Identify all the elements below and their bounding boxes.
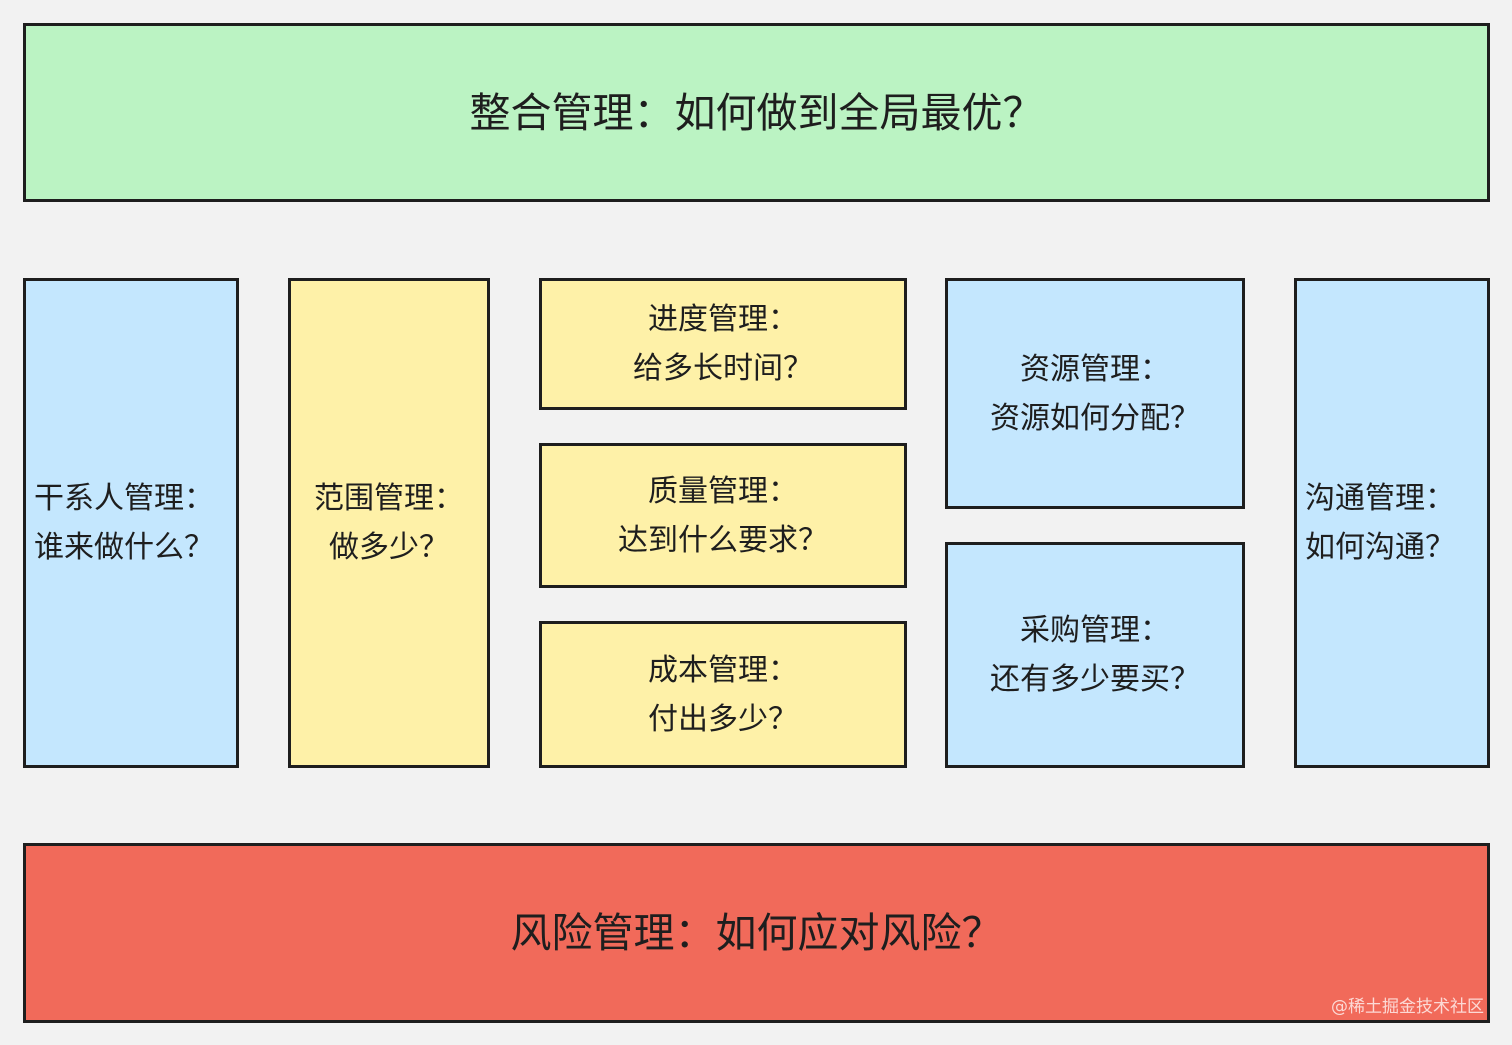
resource-management-title: 资源管理： <box>1020 351 1170 387</box>
watermark: @稀土掘金技术社区 <box>1331 997 1484 1017</box>
cost-management-question: 付出多少？ <box>648 701 798 737</box>
schedule-management-box: 进度管理： 给多长时间？ <box>539 278 907 410</box>
scope-management-box: 范围管理： 做多少？ <box>288 278 490 768</box>
communication-management-title: 沟通管理： <box>1305 481 1455 516</box>
schedule-management-question: 给多长时间？ <box>633 351 813 386</box>
procurement-management-title: 采购管理： <box>1020 613 1170 648</box>
quality-management-title: 质量管理： <box>648 473 798 509</box>
cost-management-title: 成本管理： <box>648 652 798 688</box>
scope-management-question: 做多少？ <box>329 530 449 565</box>
communication-management-box: 沟通管理： 如何沟通？ <box>1294 278 1490 768</box>
schedule-management-title: 进度管理： <box>648 302 798 337</box>
resource-management-box: 资源管理： 资源如何分配？ <box>945 278 1245 509</box>
stakeholder-management-box: 干系人管理： 谁来做什么？ <box>23 278 239 768</box>
stakeholder-management-question: 谁来做什么？ <box>34 530 214 565</box>
resource-management-question: 资源如何分配？ <box>990 400 1200 436</box>
procurement-management-box: 采购管理： 还有多少要买？ <box>945 542 1245 768</box>
quality-management-question: 达到什么要求？ <box>618 522 828 558</box>
integration-management-box: 整合管理：如何做到全局最优？ <box>23 23 1490 202</box>
quality-management-box: 质量管理： 达到什么要求？ <box>539 443 907 588</box>
scope-management-title: 范围管理： <box>314 481 464 516</box>
risk-management-label: 风险管理：如何应对风险？ <box>510 909 1003 957</box>
procurement-management-question: 还有多少要买？ <box>990 662 1200 697</box>
risk-management-box: 风险管理：如何应对风险？ <box>23 843 1490 1023</box>
cost-management-box: 成本管理： 付出多少？ <box>539 621 907 768</box>
stakeholder-management-title: 干系人管理： <box>34 481 214 516</box>
communication-management-question: 如何沟通？ <box>1305 530 1455 565</box>
integration-management-label: 整合管理：如何做到全局最优？ <box>469 88 1044 137</box>
